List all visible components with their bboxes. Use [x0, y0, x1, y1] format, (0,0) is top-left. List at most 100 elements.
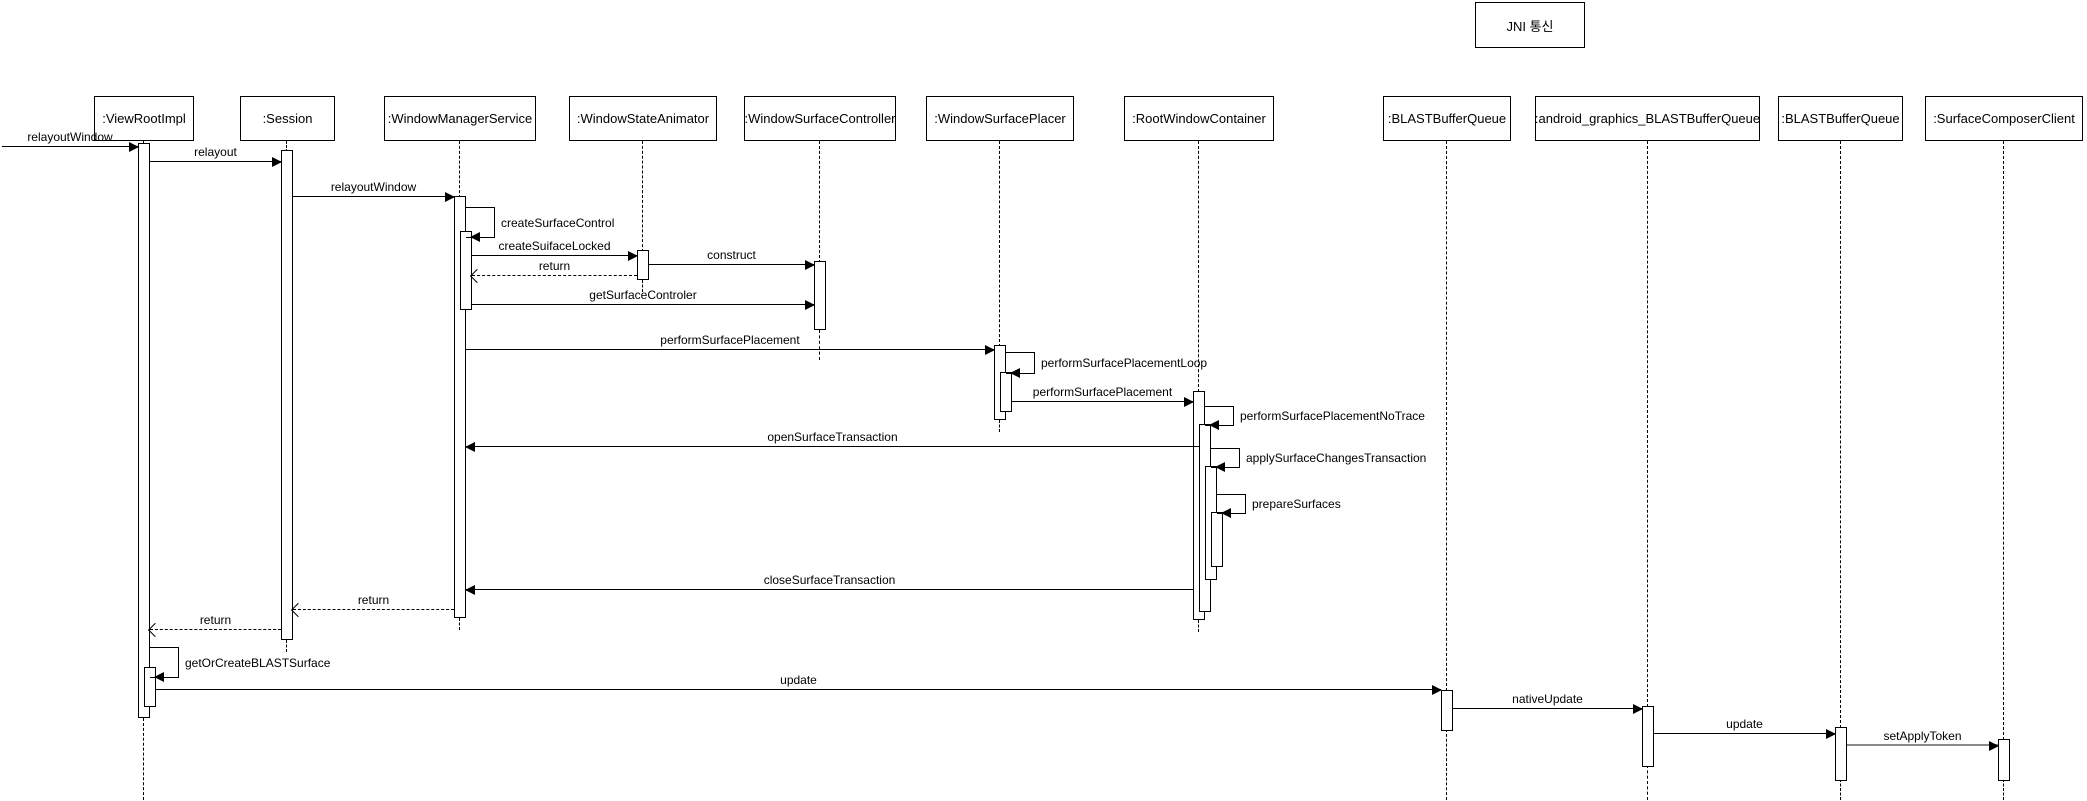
lifeline-rootwindowcontainer: [1198, 620, 1199, 632]
lifeline-windowsurfacecontroller: [819, 330, 820, 360]
participant-label: :ViewRootImpl: [102, 111, 186, 126]
message-label: nativeUpdate: [1512, 692, 1583, 706]
arrowhead-icon: [1432, 685, 1442, 695]
message-label: getOrCreateBLASTSurface: [185, 655, 331, 670]
message-label: update: [780, 673, 817, 687]
message-line-jni: [1847, 744, 1998, 746]
arrowhead-icon: [1184, 397, 1194, 407]
message-relayoutwindow: relayoutWindow: [293, 177, 455, 202]
participant-blastbufferqueue-native: :BLASTBufferQueue: [1778, 96, 1903, 141]
message-line: [156, 689, 1441, 690]
message-update: update: [156, 670, 1442, 695]
lifeline-android-graphics-blastbufferqueue: [1647, 141, 1648, 707]
message-line: [466, 446, 1199, 447]
lifeline-android-graphics-blastbufferqueue: [1647, 765, 1648, 800]
message-label: setApplyToken: [1883, 729, 1962, 743]
message-label: performSurfacePlacement: [1032, 385, 1173, 399]
message-preparesurfaces: prepareSurfaces: [1217, 494, 1341, 518]
activation-blastbufferqueue: [1441, 690, 1453, 731]
participant-label: :RootWindowContainer: [1132, 111, 1266, 126]
arrowhead-icon: [805, 300, 815, 310]
message-line: [466, 349, 994, 350]
message-performsurfaceplacement: performSurfacePlacement: [466, 330, 995, 355]
lifeline-windowsurfaceplacer: [999, 141, 1000, 347]
message-line: [472, 275, 637, 276]
lifeline-rootwindowcontainer: [1198, 141, 1199, 392]
arrowhead-icon: [470, 232, 480, 242]
message-label: closeSurfaceTransaction: [763, 573, 896, 587]
message-label: return: [357, 593, 390, 607]
message-label: openSurfaceTransaction: [767, 430, 898, 444]
participant-blastbufferqueue: :BLASTBufferQueue: [1383, 96, 1511, 141]
participant-android-graphics-blastbufferqueue: :android_graphics_BLASTBufferQueue: [1535, 96, 1760, 141]
arrowhead-icon: [985, 345, 995, 355]
activation-surfacecomposerclient: [1998, 739, 2010, 781]
message-opensurfacetransaction: openSurfaceTransaction: [465, 427, 1199, 452]
message-setapplytoken: setApplyToken: [1847, 726, 1999, 751]
participant-label: :android_graphics_BLASTBufferQueue: [1534, 111, 1761, 126]
participant-rootwindowcontainer: :RootWindowContainer: [1124, 96, 1274, 141]
message-line: [472, 255, 637, 256]
lifeline-windowsurfacecontroller: [819, 141, 820, 263]
message-line: [1453, 708, 1642, 709]
message-line: [466, 589, 1193, 590]
lifeline-viewrootimpl: [143, 718, 144, 800]
arrowhead-icon: [628, 251, 638, 261]
message-performsurfaceplacement-2: performSurfacePlacement: [1012, 382, 1194, 407]
arrowhead-icon: [129, 142, 139, 152]
arrowhead-icon: [1826, 729, 1836, 739]
activation-android-graphics-blastbufferqueue: [1642, 706, 1654, 767]
message-applysurfacechangestransaction: applySurfaceChangesTransaction: [1211, 448, 1426, 472]
activation-windowmanagerservice-nested: [460, 231, 472, 310]
message-label: performSurfacePlacementLoop: [1041, 356, 1208, 370]
participant-label: :WindowManagerService: [387, 111, 533, 126]
message-label: performSurfacePlacement: [660, 333, 800, 347]
lifeline-blastbufferqueue-native: [1840, 141, 1841, 728]
lifeline-session: [286, 141, 287, 152]
jni-note-box: JNI 통신: [1475, 2, 1585, 48]
message-label: relayoutWindow: [27, 130, 113, 144]
message-found-relayoutwindow: relayoutWindow: [2, 127, 139, 152]
participant-windowmanagerservice: :WindowManagerService: [384, 96, 536, 141]
lifeline-surfacecomposerclient: [2003, 779, 2004, 800]
lifeline-session: [286, 640, 287, 652]
participant-label: :WindowSurfacePlacer: [934, 111, 1066, 126]
arrowhead-icon: [1215, 462, 1225, 472]
activation-windowstateanimator: [637, 250, 649, 280]
message-performsurfaceplacementloop: performSurfacePlacementLoop: [1006, 352, 1207, 378]
participant-session: :Session: [240, 96, 335, 141]
lifeline-surfacecomposerclient: [2003, 141, 2004, 740]
message-line: [1012, 401, 1193, 402]
message-label: construct: [707, 248, 756, 262]
message-line: [2, 146, 138, 147]
message-line: [472, 304, 814, 305]
lifeline-windowmanagerservice: [459, 618, 460, 630]
arrowhead-icon: [805, 260, 815, 270]
participant-label: :BLASTBufferQueue: [1781, 111, 1900, 126]
lifeline-windowstateanimator: [642, 141, 643, 252]
message-line: [150, 161, 281, 162]
lifeline-windowstateanimator: [642, 280, 643, 292]
message-relayout: relayout: [150, 142, 282, 167]
lifeline-blastbufferqueue: [1446, 729, 1447, 800]
participant-label: :WindowStateAnimator: [576, 111, 710, 126]
message-label: return: [538, 259, 571, 273]
participant-label: :BLASTBufferQueue: [1387, 111, 1507, 126]
message-return-wms: return: [290, 590, 454, 618]
arrowhead-icon: [1989, 741, 1999, 751]
message-label: return: [199, 613, 232, 627]
message-line: [293, 609, 454, 610]
participant-label: :Session: [262, 111, 313, 126]
message-nativeupdate: nativeUpdate: [1453, 689, 1643, 714]
participant-windowsurfacecontroller: :WindowSurfaceController: [744, 96, 896, 141]
lifeline-windowmanagerservice: [459, 141, 460, 198]
participant-label: :SurfaceComposerClient: [1933, 111, 2075, 126]
arrowhead-icon: [154, 672, 164, 682]
jni-note-label: JNI 통신: [1506, 18, 1554, 34]
arrowhead-icon: [465, 585, 475, 595]
arrowhead-icon: [1633, 704, 1643, 714]
participant-label: :WindowSurfaceController: [744, 111, 896, 126]
message-label: relayoutWindow: [330, 180, 417, 194]
message-getsurfacecontroler: getSurfaceControler: [472, 285, 815, 310]
